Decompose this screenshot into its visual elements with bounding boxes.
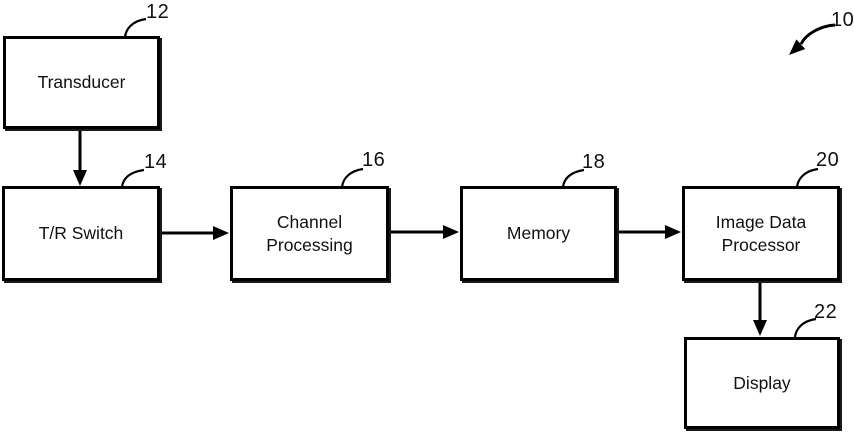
arrow-image-data-processor-to-display-icon (753, 283, 767, 336)
ref-num-18: 18 (582, 151, 606, 173)
block-tr-switch-label: T/R Switch (38, 223, 124, 244)
ref-num-14: 14 (144, 151, 168, 173)
block-channel-processing-label: Channel Processing (266, 211, 353, 255)
arrow-tr-switch-to-channel-processing-icon (162, 226, 229, 240)
block-display: Display (684, 337, 840, 429)
arrow-memory-to-image-data-processor-icon (619, 225, 681, 239)
ref-num-22: 22 (814, 301, 838, 323)
leader-ref-18-icon (561, 168, 585, 188)
block-memory: Memory (460, 186, 617, 281)
block-image-data-processor-label: Image Data Processor (715, 211, 807, 255)
leader-ref-12-icon (123, 17, 147, 38)
block-transducer: Transducer (3, 36, 160, 129)
ref-num-20: 20 (816, 149, 840, 171)
leader-ref-20-icon (795, 167, 819, 188)
arrow-channel-processing-to-memory-icon (391, 225, 459, 239)
figure-ref-arrow-icon (789, 23, 836, 55)
block-image-data-processor: Image Data Processor (682, 186, 840, 281)
ref-num-16: 16 (362, 149, 386, 171)
block-transducer-label: Transducer (37, 72, 126, 93)
block-display-label: Display (733, 372, 791, 393)
leader-ref-16-icon (340, 167, 364, 188)
leader-ref-22-icon (793, 317, 817, 338)
arrow-transducer-to-tr-switch-icon (73, 129, 87, 186)
leader-ref-14-icon (120, 168, 145, 188)
ref-num-10: 10 (831, 9, 854, 31)
block-memory-label: Memory (506, 223, 571, 244)
ref-num-12: 12 (146, 1, 170, 23)
block-channel-processing: Channel Processing (230, 186, 389, 281)
block-tr-switch: T/R Switch (2, 186, 160, 281)
